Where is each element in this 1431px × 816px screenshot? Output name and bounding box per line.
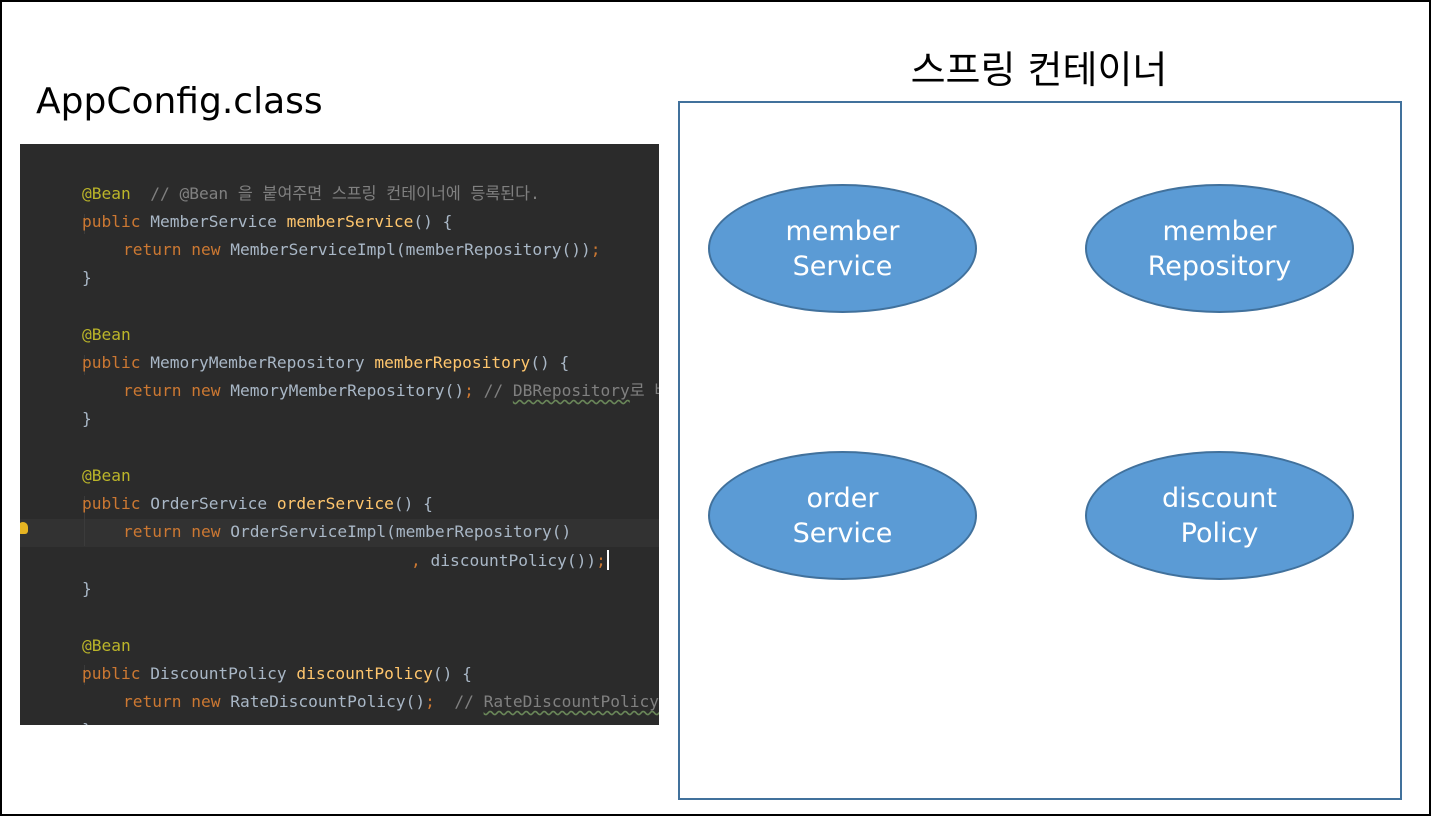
indent-guide	[84, 214, 85, 234]
code-line: @Bean // @Bean 을 붙여주면 스프링 컨테이너에 등록된다.	[43, 152, 540, 203]
spring-container-box: member Service member Repository order S…	[678, 101, 1402, 800]
method-name-token: discountPolicy	[296, 664, 433, 683]
code-line: , discountPolicy());	[372, 519, 609, 570]
type-token: MemberService	[140, 212, 287, 231]
indent-guide	[84, 665, 85, 685]
code-token: () {	[530, 353, 570, 372]
code-editor-panel: @Bean // @Bean 을 붙여주면 스프링 컨테이너에 등록된다. pu…	[20, 144, 659, 725]
bean-member-repository: member Repository	[1085, 184, 1354, 313]
type-token: OrderService	[140, 494, 277, 513]
code-line: @Bean	[43, 293, 131, 344]
comment-token: RateDiscountPolicy	[483, 692, 659, 711]
code-line: public MemoryMemberRepository memberRepo…	[43, 321, 569, 372]
indent-guide	[84, 355, 85, 375]
annotation-token: @Bean	[81, 325, 131, 344]
lightbulb-icon[interactable]	[20, 522, 28, 534]
indent-guide	[84, 496, 85, 546]
bean-label-line: order	[806, 482, 879, 514]
code-token: MemoryMemberRepository()	[220, 381, 465, 400]
code-line: public DiscountPolicy discountPolicy() {	[43, 632, 472, 683]
keyword-token: public	[81, 212, 141, 231]
code-line: return new OrderServiceImpl(memberReposi…	[84, 490, 571, 541]
appconfig-title: AppConfig.class	[36, 81, 323, 122]
comment-token: //	[473, 381, 513, 400]
code-token: MemberServiceImpl(memberRepository())	[220, 240, 591, 259]
spring-container-title: 스프링 컨테이너	[910, 48, 1168, 92]
bean-discount-policy: discount Policy	[1085, 451, 1354, 580]
bean-label-line: Policy	[1180, 517, 1259, 549]
code-token: }	[81, 409, 92, 428]
semicolon-token: ;	[425, 692, 435, 711]
method-name-token: memberService	[286, 212, 414, 231]
type-token: DiscountPolicy	[140, 664, 297, 683]
annotation-token: @Bean	[81, 184, 131, 203]
code-line: public MemberService memberService() {	[43, 180, 452, 231]
bean-label-line: Repository	[1147, 250, 1292, 282]
bean-member-service: member Service	[708, 184, 977, 313]
keyword-token: return new	[122, 522, 221, 541]
type-token: MemoryMemberRepository	[140, 353, 375, 372]
comment-token: // @Bean 을 붙여주면 스프링 컨테이너에 등록된다.	[130, 184, 540, 203]
code-line: @Bean	[43, 434, 131, 485]
bean-order-service: order Service	[708, 451, 977, 580]
keyword-token: public	[81, 494, 141, 513]
code-line: }	[43, 377, 92, 428]
bean-label-line: member	[785, 215, 900, 247]
code-token: () {	[393, 494, 433, 513]
bean-label-line: Service	[792, 250, 893, 282]
comment-token: //	[434, 692, 484, 711]
bean-label-line: discount	[1162, 482, 1277, 514]
current-line-highlight	[20, 519, 659, 547]
keyword-token: return new	[122, 381, 221, 400]
code-line: return new RateDiscountPolicy(); // Rate…	[84, 660, 659, 711]
annotation-token: @Bean	[81, 466, 131, 485]
keyword-token: return new	[122, 240, 221, 259]
code-line: }	[43, 236, 92, 287]
keyword-token: public	[81, 664, 141, 683]
comma-token: ,	[410, 551, 431, 570]
code-token: () {	[432, 664, 472, 683]
comment-token: DBRepository	[512, 381, 630, 400]
semicolon-token: ;	[590, 240, 601, 259]
text-caret	[606, 550, 609, 570]
method-name-token: memberRepository	[374, 353, 531, 372]
semicolon-token: ;	[464, 381, 474, 400]
code-line: }	[43, 688, 92, 725]
code-line: return new MemberServiceImpl(memberRepos…	[84, 208, 601, 259]
code-line: return new MemoryMemberRepository(); // …	[84, 349, 659, 400]
keyword-token: public	[81, 353, 141, 372]
code-token: OrderServiceImpl(memberRepository()	[220, 522, 572, 541]
code-token: }	[81, 579, 92, 598]
bean-label-line: member	[1162, 215, 1277, 247]
code-token: }	[81, 268, 92, 287]
comment-token: 로 바	[629, 381, 659, 400]
code-token: () {	[413, 212, 453, 231]
semicolon-token: ;	[596, 551, 606, 570]
code-token: }	[82, 720, 92, 725]
annotation-token: @Bean	[81, 636, 131, 655]
code-line: public OrderService orderService() {	[43, 462, 433, 513]
keyword-token: return new	[122, 692, 221, 711]
code-token: discountPolicy())	[430, 551, 597, 570]
code-line: }	[43, 547, 92, 598]
code-token: RateDiscountPolicy()	[220, 692, 426, 711]
method-name-token: orderService	[276, 494, 394, 513]
bean-label-line: Service	[792, 517, 893, 549]
code-line: @Bean	[43, 604, 131, 655]
